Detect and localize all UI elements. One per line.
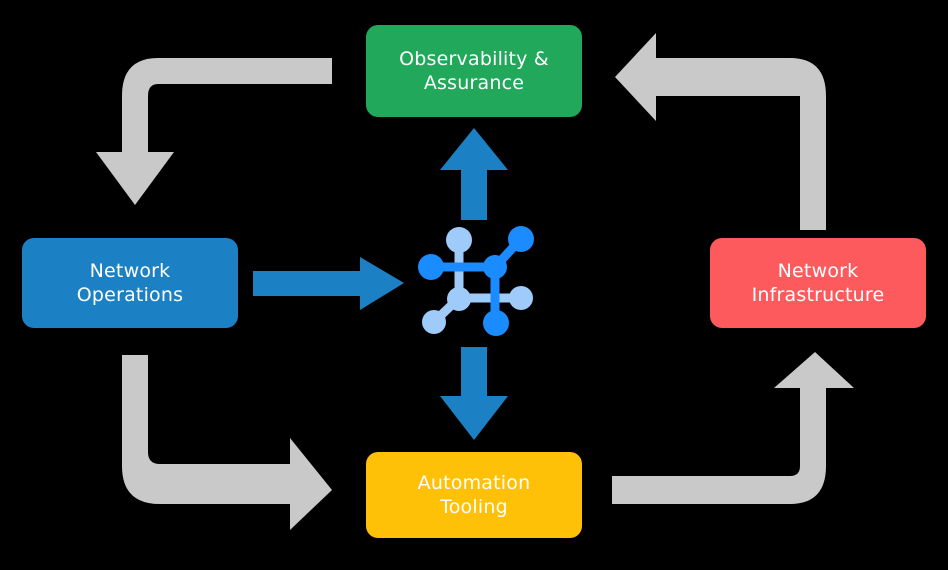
node-label-automation-tooling: Automation Tooling	[417, 471, 531, 518]
node-label-network-infrastructure: Network Infrastructure	[751, 259, 885, 306]
node-network-operations[interactable]: Network Operations	[22, 238, 238, 328]
blue-arrow-operations-to-center	[253, 257, 404, 310]
node-label-observability: Observability & Assurance	[399, 47, 549, 94]
node-automation-tooling[interactable]: Automation Tooling	[366, 452, 582, 538]
node-network-infrastructure[interactable]: Network Infrastructure	[710, 238, 926, 328]
blue-arrow-center-to-observability	[440, 128, 508, 220]
gray-arrow-infrastructure-to-observability	[615, 33, 826, 230]
network-icon-primary-nodes	[418, 226, 534, 336]
gray-arrow-automation-to-infrastructure	[612, 352, 854, 504]
blue-arrow-center-to-automation	[440, 347, 508, 440]
gray-arrow-observability-to-operations	[96, 58, 332, 205]
network-topology-icon	[418, 226, 534, 336]
node-observability-assurance[interactable]: Observability & Assurance	[366, 25, 582, 117]
node-label-network-operations: Network Operations	[76, 259, 184, 306]
network-icon-secondary-nodes	[422, 227, 533, 334]
gray-arrow-operations-to-automation	[122, 355, 332, 530]
